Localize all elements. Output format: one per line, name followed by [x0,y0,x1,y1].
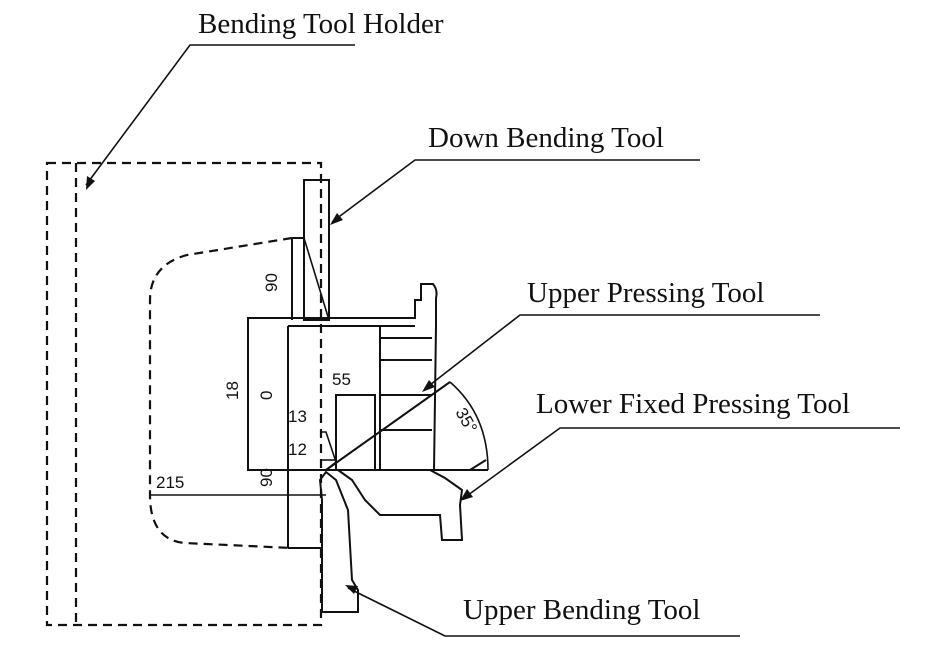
dimension-12: 12 [288,440,307,459]
leader-lines [85,44,900,637]
arrowhead-icon [422,380,435,392]
angle-construction [325,381,489,471]
label-lower-fixed-pressing-tool: Lower Fixed Pressing Tool [536,388,850,420]
arrowhead-icon [330,213,343,225]
upper-bending-tool-shape [248,431,359,613]
dimension-90-bottom: 90 [257,468,276,487]
arrowhead-icon [460,489,473,501]
arrowhead-icon [86,176,95,190]
dimension-90-top: 90 [262,273,281,292]
clamp-body-shape [247,283,487,548]
label-down-bending-tool: Down Bending Tool [428,122,664,154]
dimension-13: 13 [288,407,307,426]
down-bending-tool-shape [291,179,330,321]
label-bending-tool-holder: Bending Tool Holder [198,8,444,40]
dimension-18: 18 [223,381,242,400]
arrowhead-icon [345,585,358,594]
dimension-0: 0 [257,391,276,400]
dimension-angle: 35° [452,405,481,437]
lower-fixed-pressing-tool-shape [337,469,464,541]
label-upper-bending-tool: Upper Bending Tool [463,594,700,626]
bending-tool-holder-outline [45,161,323,627]
dimension-55: 55 [332,370,351,389]
dimension-215: 215 [156,473,184,492]
label-upper-pressing-tool: Upper Pressing Tool [527,277,764,309]
